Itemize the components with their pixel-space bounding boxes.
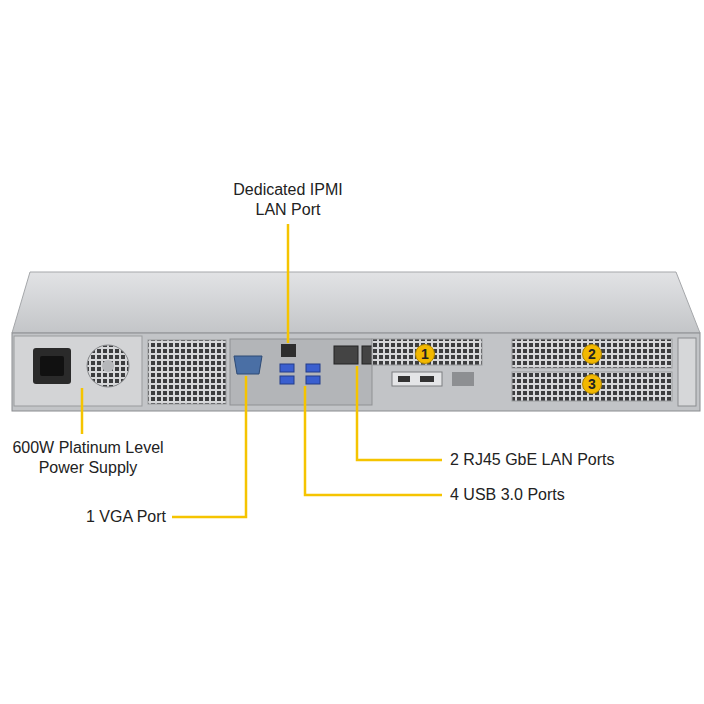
power-inlet-socket (40, 356, 64, 376)
port-label: 2 RJ45 GbE LAN Ports (450, 450, 690, 470)
expansion-slot (512, 339, 672, 368)
small-port (398, 376, 410, 382)
ipmi-port (281, 344, 296, 357)
fan-hub (102, 360, 114, 372)
leader-line (81, 388, 84, 434)
expansion-slot (372, 339, 482, 365)
callout-number: 2 (582, 344, 602, 364)
usb-port (306, 364, 320, 372)
leader-line (305, 386, 442, 495)
switch-block (452, 372, 474, 386)
leader-line (287, 224, 290, 343)
vent-grill (148, 340, 226, 404)
expansion-slot (512, 372, 672, 401)
callout-number: 1 (415, 344, 435, 364)
port-plate (392, 372, 442, 386)
usb-port (306, 376, 320, 384)
port-label: Dedicated IPMI LAN Port (221, 180, 355, 220)
usb-port (280, 376, 294, 384)
port-label: 4 USB 3.0 Ports (450, 485, 690, 505)
handle (678, 338, 696, 406)
power-inlet (33, 348, 71, 384)
leader-line (172, 376, 246, 517)
chassis-top (12, 272, 700, 333)
leader-line (357, 366, 442, 460)
io-shield (230, 339, 372, 405)
lan-port (334, 346, 358, 364)
power-supply (14, 336, 142, 406)
port-label: 1 VGA Port (50, 507, 166, 527)
vga-connector (234, 356, 262, 374)
usb-port (280, 364, 294, 372)
psu-label: 600W Platinum Level Power Supply (3, 438, 173, 478)
psu-fan (87, 345, 129, 387)
callout-number: 3 (582, 374, 602, 394)
small-port (420, 376, 434, 382)
